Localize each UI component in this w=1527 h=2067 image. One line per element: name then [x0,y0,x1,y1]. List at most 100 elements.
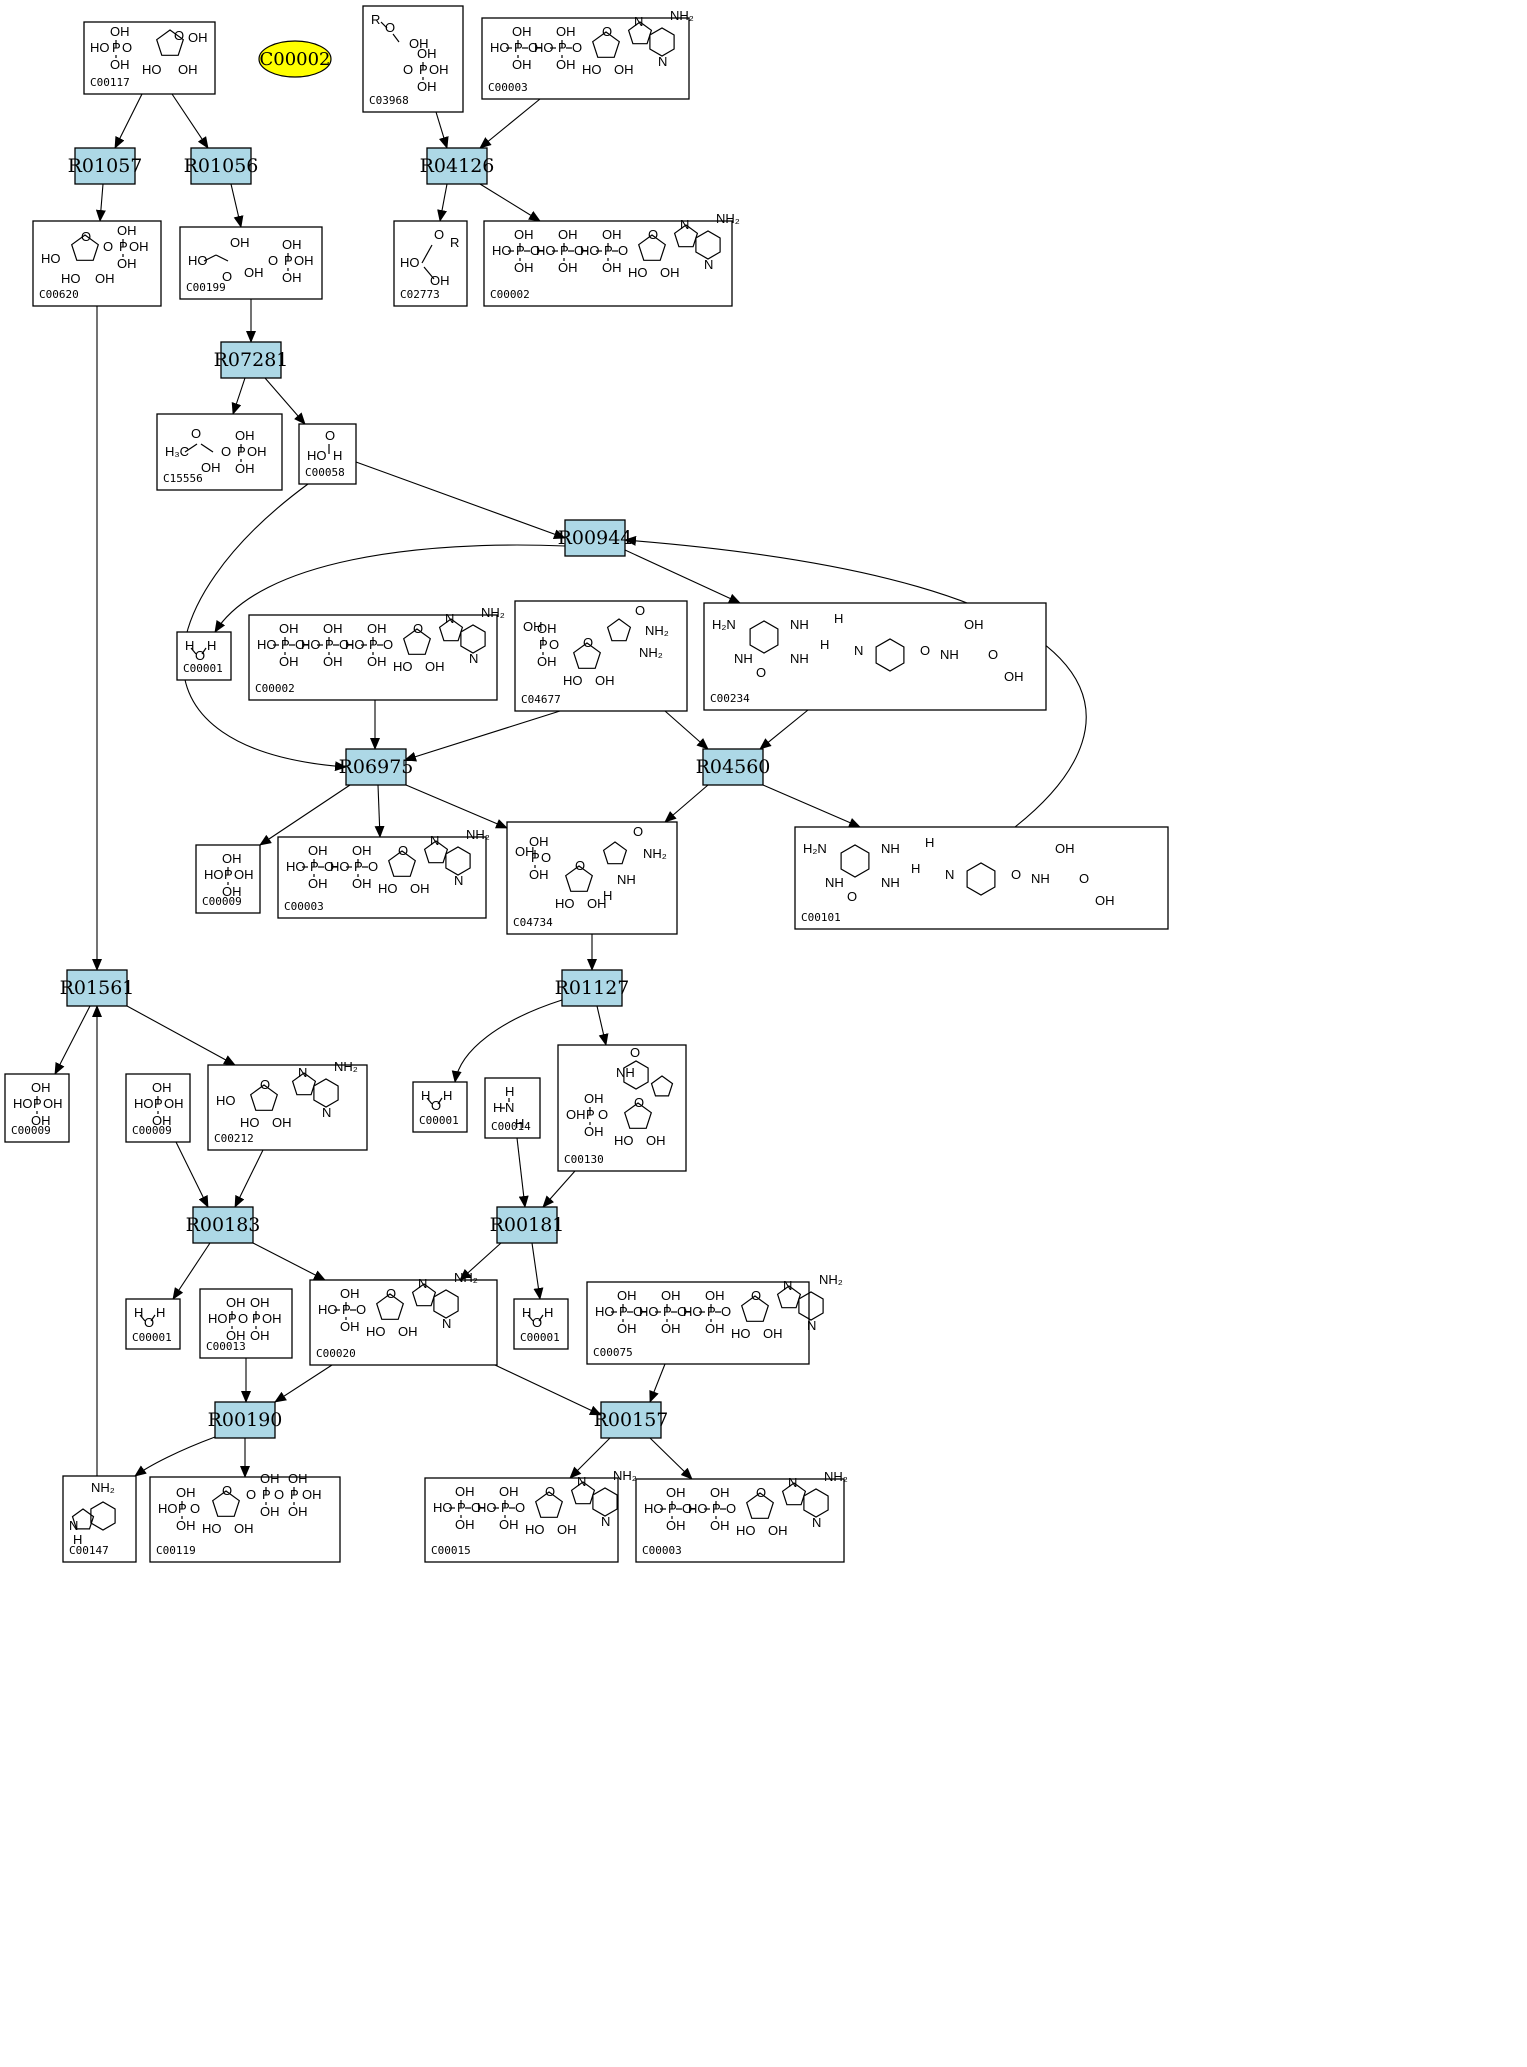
compound-box[interactable] [794,826,1169,930]
reaction-r01561[interactable]: R01561 [60,969,135,1007]
compound-id-label: C00002 [490,288,530,301]
compound-box[interactable] [179,226,323,300]
reaction-r00157[interactable]: R00157 [594,1401,669,1439]
compound-box[interactable] [513,1298,569,1350]
compound-box[interactable] [362,5,464,113]
reaction-box[interactable] [600,1401,662,1439]
compound-box[interactable] [514,600,688,712]
reaction-box[interactable] [214,1401,276,1439]
compound-box[interactable] [248,614,498,701]
reaction-box[interactable] [564,519,626,557]
reaction-label: R00944 [558,527,633,549]
highlighted-compound[interactable]: C00002 [258,40,332,78]
compound-box[interactable] [481,17,690,100]
reaction-box[interactable] [74,147,136,185]
compound-box[interactable] [298,423,357,485]
atom-label: OH [288,1504,308,1519]
compound-box[interactable] [125,1073,191,1143]
compound-box[interactable] [703,602,1047,711]
reaction-r00944[interactable]: R00944 [558,519,633,557]
compound-box[interactable] [4,1073,70,1143]
compound-box[interactable] [199,1288,293,1359]
reaction-r04126[interactable]: R04126 [420,147,495,185]
reaction-box[interactable] [496,1206,558,1244]
compound-box[interactable] [156,413,283,491]
reaction-box[interactable] [561,969,623,1007]
reaction-r00183[interactable]: R00183 [186,1206,261,1244]
reaction-r07281[interactable]: R07281 [214,341,289,379]
compound-box[interactable] [32,220,162,307]
edge [252,1242,326,1281]
compound-box[interactable] [149,1476,341,1563]
compound-box[interactable] [309,1279,498,1366]
reaction-r00181[interactable]: R00181 [490,1206,565,1244]
reaction-box[interactable] [220,341,282,379]
reaction-box[interactable] [192,1206,254,1244]
compound-box[interactable] [176,631,232,681]
reaction-box[interactable] [702,748,764,786]
compound-box[interactable] [393,220,468,307]
atom-label: N [807,1318,816,1333]
reaction-r01056[interactable]: R01056 [184,147,259,185]
reaction-box[interactable] [190,147,252,185]
highlight-ellipse[interactable] [258,40,332,78]
reaction-r04560[interactable]: R04560 [696,748,771,786]
compound-box[interactable] [483,220,733,307]
highlight-layer: C00002 [258,40,332,78]
reaction-r01057[interactable]: R01057 [68,147,143,185]
compound-box[interactable] [424,1477,619,1563]
reaction-r06975[interactable]: R06975 [339,748,414,786]
reaction-box[interactable] [426,147,488,185]
compound-box[interactable] [557,1044,687,1172]
reaction-r01127[interactable]: R01127 [555,969,630,1007]
compound-box[interactable] [412,1081,468,1133]
compound-box[interactable] [62,1475,137,1563]
atom-label: HO [216,1093,236,1108]
compound-box[interactable] [195,844,261,914]
compound-box[interactable] [125,1298,181,1350]
compound-box[interactable] [83,21,216,95]
reaction-r00190[interactable]: R00190 [208,1401,283,1439]
compound-box[interactable] [207,1064,368,1151]
compound-box[interactable] [586,1281,810,1365]
reaction-box[interactable] [66,969,128,1007]
edge [114,93,143,149]
compound-box[interactable] [484,1077,541,1139]
reaction-box[interactable] [345,748,407,786]
atom-label: HO [90,40,110,55]
